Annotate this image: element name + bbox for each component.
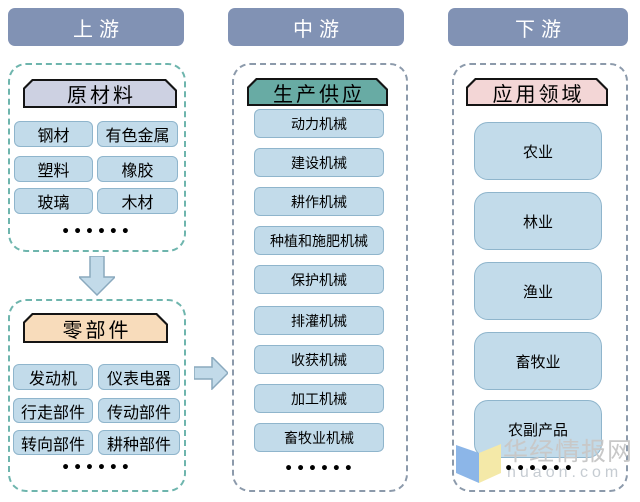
group-title-raw-materials: 原材料 <box>23 79 177 108</box>
item-rubber: 橡胶 <box>97 156 178 182</box>
plaque-fill <box>25 315 166 341</box>
item-plastic: 塑料 <box>14 156 93 182</box>
plaque-fill <box>249 80 386 104</box>
item-forestry: 林业 <box>474 192 602 250</box>
plaque-fill <box>468 80 606 104</box>
watermark-domain: huaon.com <box>507 464 623 481</box>
item-steering-parts: 转向部件 <box>13 430 93 455</box>
container-parts <box>8 299 186 492</box>
item-engine: 发动机 <box>13 364 93 390</box>
item-fishery: 渔业 <box>474 262 602 320</box>
item-glass: 玻璃 <box>14 188 93 214</box>
ellipsis-application: •••••• <box>504 461 576 477</box>
huaon-logo-icon <box>456 444 501 483</box>
group-title-label: 生产供应 <box>273 83 365 106</box>
group-title-label: 应用领域 <box>492 83 585 106</box>
header-downstream: 下游 <box>448 8 628 46</box>
right-arrow-icon <box>194 357 228 390</box>
ellipsis-raw-materials: •••••• <box>61 224 133 240</box>
down-arrow-icon <box>79 256 115 296</box>
item-running-parts: 行走部件 <box>13 398 93 423</box>
group-title-label: 零部件 <box>62 319 132 342</box>
item-harvest-machinery: 收获机械 <box>254 345 384 374</box>
item-tillage-machinery: 耕作机械 <box>254 187 384 216</box>
container-raw-materials <box>8 63 186 252</box>
item-steel: 钢材 <box>14 121 93 147</box>
group-title-application: 应用领域 <box>466 78 608 106</box>
item-drainage-irrigation-machinery: 排灌机械 <box>254 306 384 335</box>
item-processing-machinery: 加工机械 <box>254 384 384 413</box>
item-planting-fertilizing-machinery: 种植和施肥机械 <box>254 226 384 255</box>
item-nonferrous-metal: 有色金属 <box>97 121 178 147</box>
item-transmission-parts: 传动部件 <box>98 398 180 423</box>
item-animal-husbandry: 畜牧业 <box>474 332 602 390</box>
header-upstream: 上游 <box>8 8 184 46</box>
item-instruments-electrics: 仪表电器 <box>98 364 180 390</box>
watermark-name: 华经情报网 <box>503 439 634 466</box>
group-title-parts: 零部件 <box>23 313 168 343</box>
plaque-fill <box>25 81 175 106</box>
container-production <box>232 63 408 492</box>
header-midstream: 中游 <box>228 8 404 46</box>
group-title-production: 生产供应 <box>247 78 388 106</box>
ellipsis-production: •••••• <box>284 461 356 477</box>
item-wood: 木材 <box>97 188 178 214</box>
item-construction-machinery: 建设机械 <box>254 148 384 177</box>
item-animal-husbandry-machinery: 畜牧业机械 <box>254 423 384 452</box>
item-agriculture: 农业 <box>474 122 602 180</box>
item-protection-machinery: 保护机械 <box>254 265 384 294</box>
item-tillage-parts: 耕种部件 <box>98 430 180 455</box>
group-title-label: 原材料 <box>67 85 136 107</box>
ellipsis-parts: •••••• <box>61 460 133 476</box>
container-application <box>452 63 628 492</box>
item-power-machinery: 动力机械 <box>254 109 384 138</box>
